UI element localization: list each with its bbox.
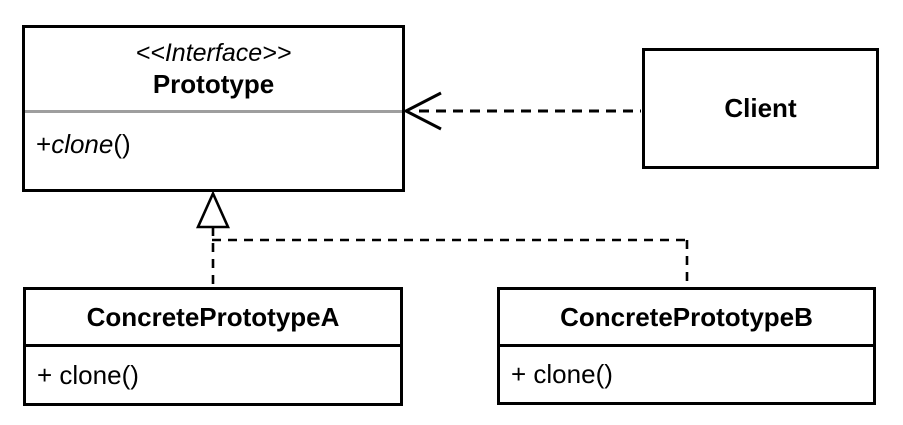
concrete-b-header: ConcretePrototypeB	[500, 290, 873, 347]
concrete-a-class-name: ConcretePrototypeA	[86, 301, 340, 332]
prototype-stereotype: <<Interface>>	[135, 39, 292, 67]
prototype-class-name: Prototype	[152, 69, 275, 99]
open-arrowhead-icon	[402, 91, 442, 131]
method-parens: ()	[113, 128, 131, 159]
prototype-header: <<Interface>> Prototype	[25, 28, 402, 113]
prototype-method-clone: + clone ()	[25, 113, 402, 189]
method-visibility: +	[36, 128, 52, 159]
class-box-concrete-prototype-a: ConcretePrototypeA + clone()	[23, 287, 403, 406]
class-box-concrete-prototype-b: ConcretePrototypeB + clone()	[497, 287, 876, 405]
concrete-a-method-clone: + clone()	[37, 359, 139, 390]
concrete-b-class-name: ConcretePrototypeB	[560, 301, 813, 332]
class-box-prototype: <<Interface>> Prototype + clone ()	[22, 25, 405, 192]
method-name: clone	[51, 128, 114, 159]
concrete-a-header: ConcretePrototypeA	[26, 290, 400, 347]
hollow-triangle-arrowhead-icon	[195, 190, 231, 229]
client-class-name: Client	[724, 93, 797, 123]
class-box-client: Client	[642, 48, 879, 169]
concrete-b-method-clone: + clone()	[511, 359, 613, 389]
